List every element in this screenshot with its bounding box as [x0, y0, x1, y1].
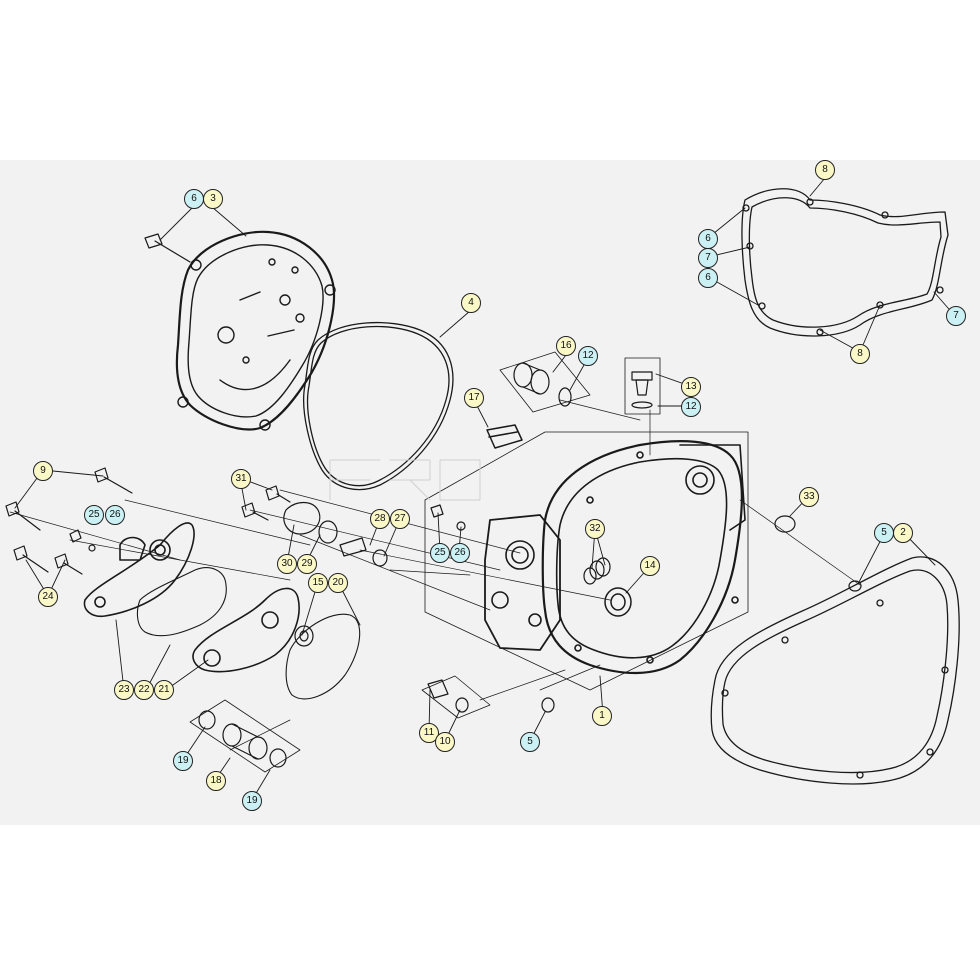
callout-label: 20 [328, 573, 348, 593]
pump-seal-set [294, 625, 314, 647]
callout-label: 25 [430, 543, 450, 563]
callout-label: 6 [698, 268, 718, 288]
drain-plug-assembly [421, 675, 491, 719]
callout-label: 30 [277, 554, 297, 574]
callout-label: 1 [592, 706, 612, 726]
callout-label: 17 [464, 388, 484, 408]
main-clutch-cover [484, 440, 746, 675]
water-pump-gasket [136, 567, 227, 637]
bushing-seal-assembly [499, 351, 591, 413]
impeller-housing-gasket [285, 613, 361, 700]
water-pump-cover [83, 522, 195, 618]
callout-label: 33 [799, 487, 819, 507]
cover-group-box [424, 431, 749, 691]
callout-label: 19 [242, 791, 262, 811]
callout-label: 23 [114, 680, 134, 700]
callout-label: 25 [84, 505, 104, 525]
coolant-pipe-assembly [189, 699, 301, 773]
callout-label: 26 [450, 543, 470, 563]
callout-label: 31 [231, 469, 251, 489]
callout-label: 18 [206, 771, 226, 791]
clutch-cover-gasket [710, 556, 960, 785]
callout-label: 15 [308, 573, 328, 593]
callout-label: 22 [134, 680, 154, 700]
callout-label: 21 [154, 680, 174, 700]
callout-label: 26 [105, 505, 125, 525]
callout-label: 24 [38, 587, 58, 607]
oil-sight-glass [486, 424, 523, 449]
impeller-parts [241, 485, 388, 567]
needle-bearings [583, 557, 611, 585]
callout-label: 6 [184, 189, 204, 209]
ignition-cover-gasket [741, 188, 949, 337]
callout-label: 14 [640, 556, 660, 576]
water-pump-housing [192, 587, 300, 673]
small-bolt-washer [430, 504, 466, 531]
outer-clutch-cover [175, 230, 336, 431]
cover-o-ring-gasket [303, 322, 454, 491]
callout-label: 13 [681, 377, 701, 397]
dowel-pin-small [541, 697, 555, 713]
circlip [774, 515, 796, 533]
watermark [329, 459, 481, 501]
callout-label: 29 [297, 554, 317, 574]
callout-label: 6 [698, 229, 718, 249]
callout-label: 3 [203, 189, 223, 209]
callout-label: 2 [893, 523, 913, 543]
long-bolts [5, 467, 133, 575]
callout-label: 16 [556, 336, 576, 356]
callout-label: 8 [850, 344, 870, 364]
callout-label: 27 [390, 509, 410, 529]
callout-label: 4 [461, 293, 481, 313]
shaft-seal [604, 587, 632, 617]
dowel-pin [848, 580, 862, 592]
callout-label: 12 [578, 346, 598, 366]
callout-label: 10 [435, 732, 455, 752]
callout-label: 28 [370, 509, 390, 529]
callout-label: 5 [520, 732, 540, 752]
callout-label: 32 [585, 519, 605, 539]
callout-label: 8 [815, 160, 835, 180]
callout-label: 12 [681, 397, 701, 417]
filler-plug-assembly [624, 357, 661, 415]
callout-label: 7 [946, 306, 966, 326]
callout-label: 5 [874, 523, 894, 543]
callout-label: 9 [33, 461, 53, 481]
callout-label: 19 [173, 751, 193, 771]
cover-bolt [144, 233, 191, 263]
callout-label: 7 [698, 248, 718, 268]
